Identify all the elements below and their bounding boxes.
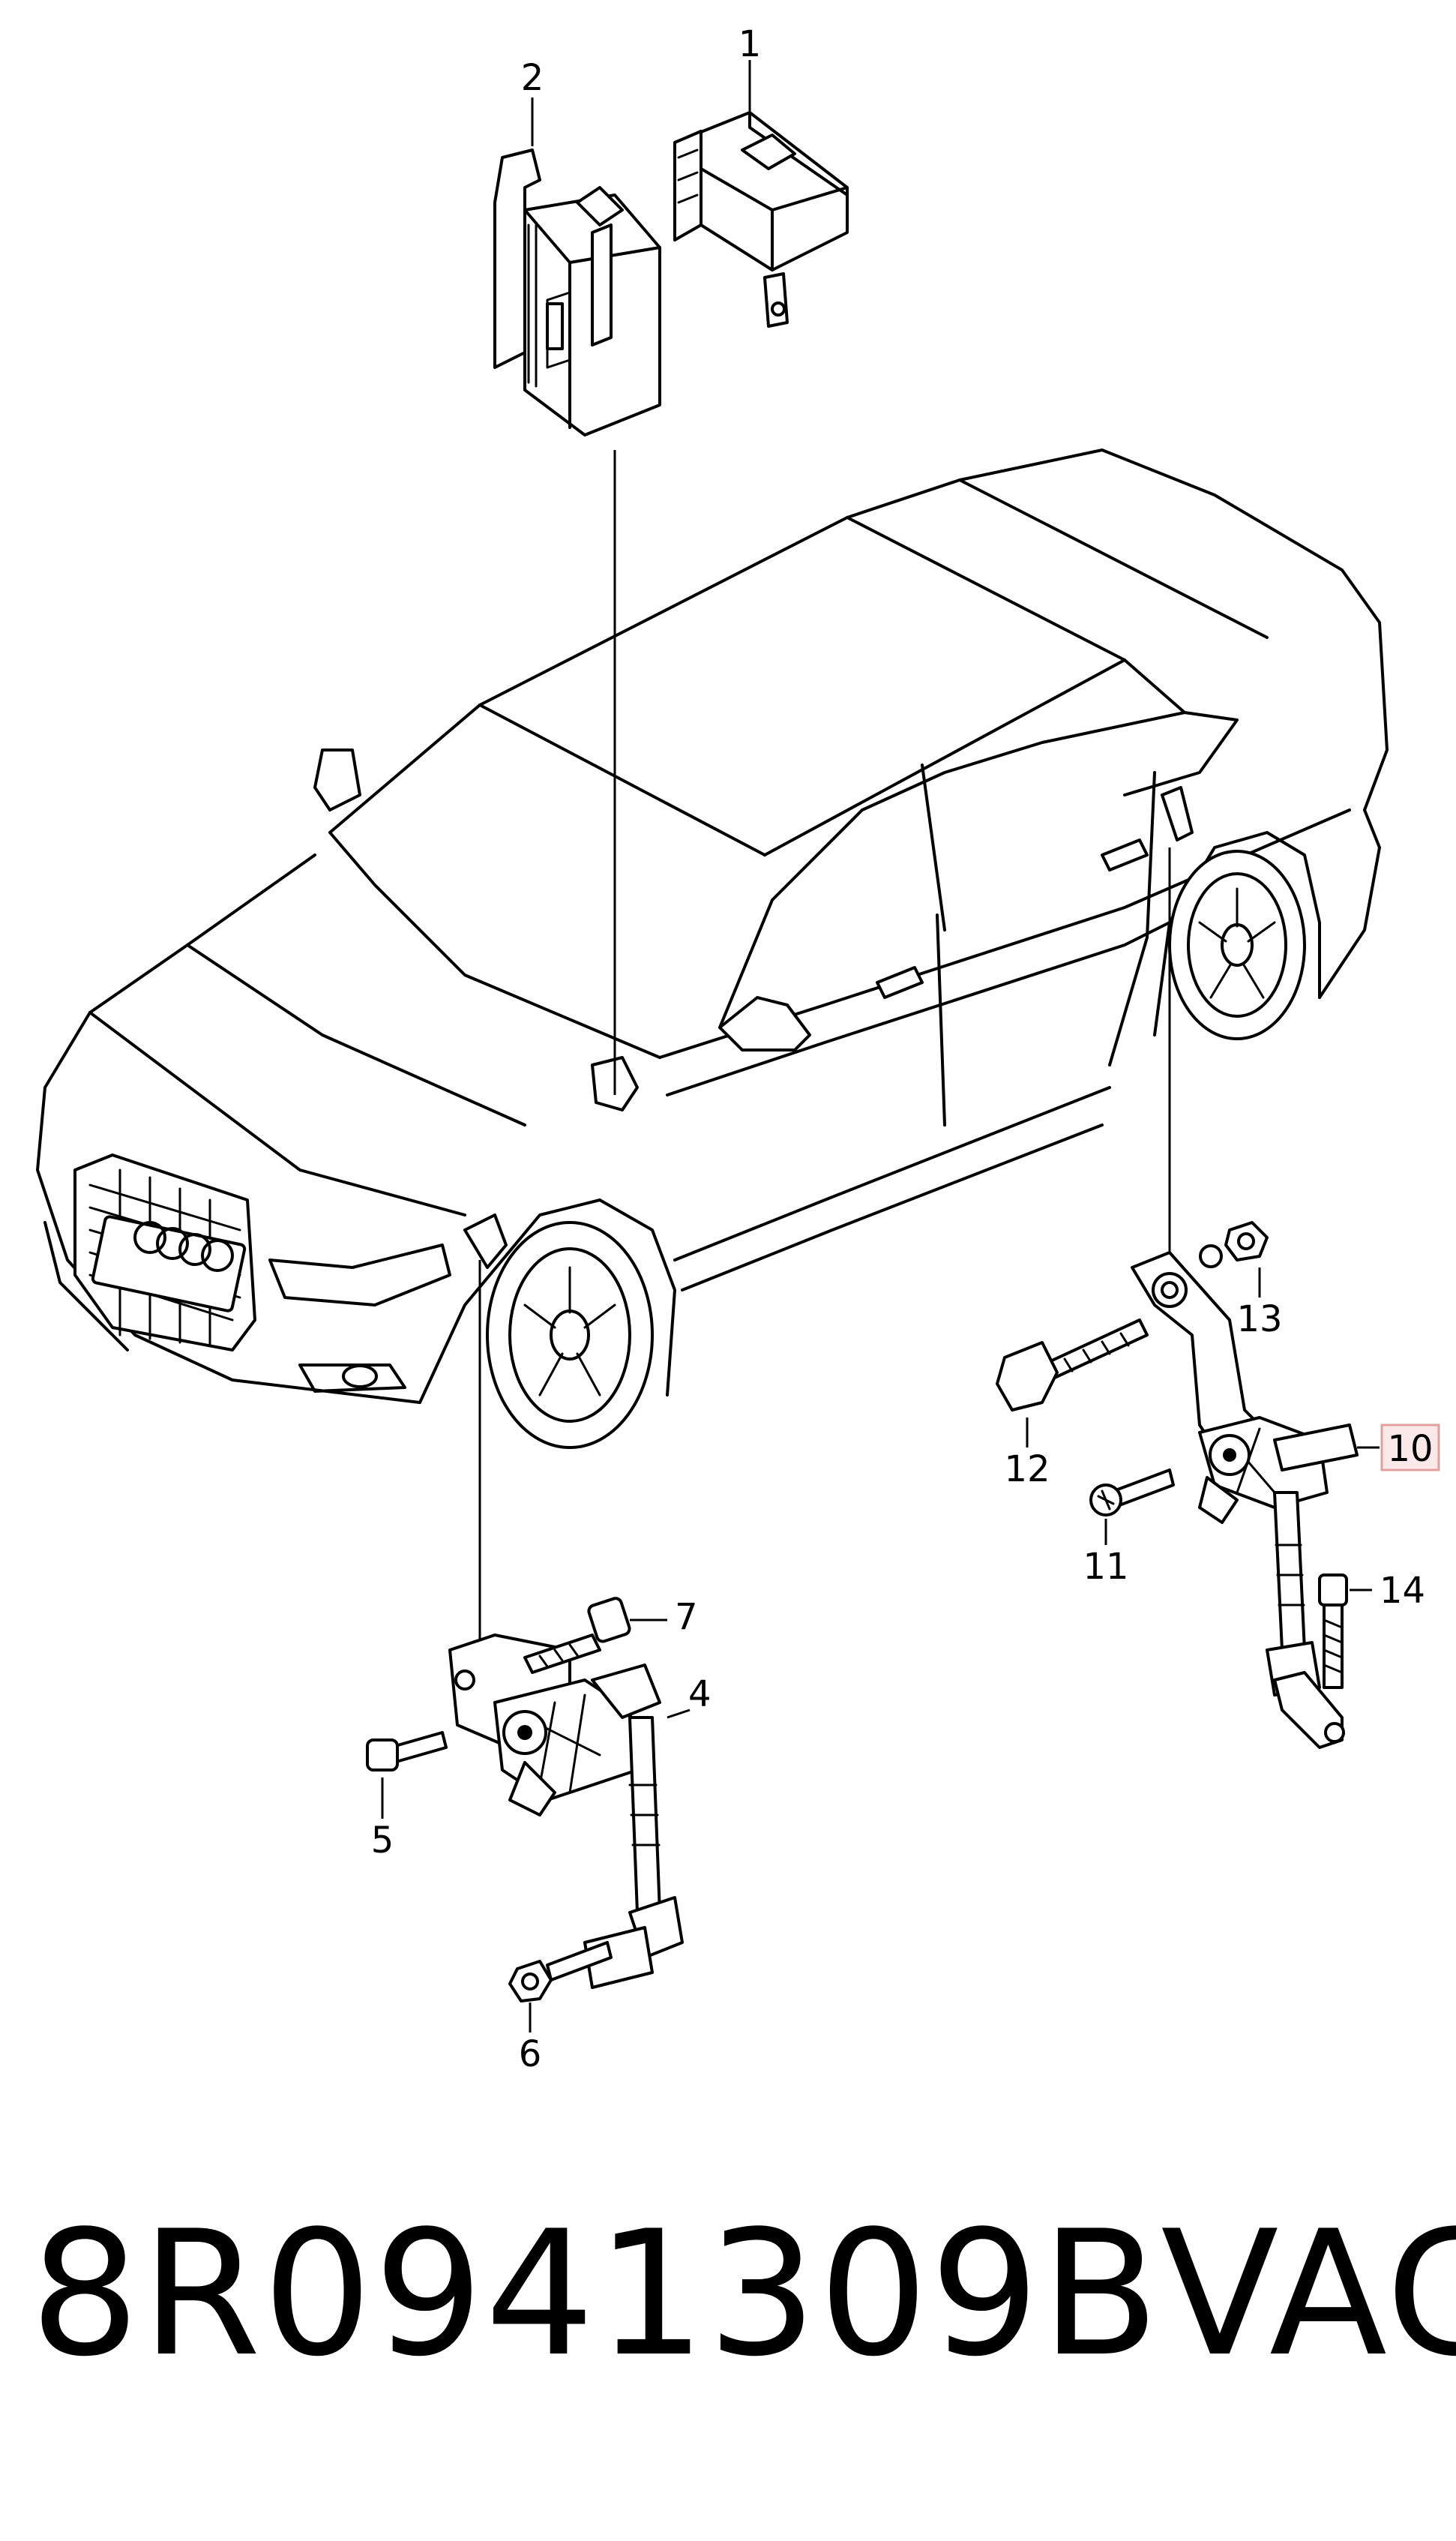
callout-1: 1 xyxy=(738,23,762,65)
callout-2: 2 xyxy=(521,57,544,99)
brand-label: VAG xyxy=(1161,2194,1456,2395)
callout-labels: 1 2 7 4 5 6 13 12 11 14 xyxy=(371,23,1425,2075)
control-unit-part-1 xyxy=(673,111,849,328)
part-number: 8R0941309B xyxy=(30,2194,1161,2395)
callout-14: 14 xyxy=(1380,1570,1425,1612)
callout-12: 12 xyxy=(1004,1448,1050,1490)
car-illustration xyxy=(36,448,1389,1449)
front-level-sensor-assembly xyxy=(366,1597,684,2002)
callout-7: 7 xyxy=(675,1596,698,1638)
callout-13: 13 xyxy=(1236,1298,1282,1340)
callout-6: 6 xyxy=(519,2033,542,2075)
callout-leaders xyxy=(381,60,1380,2032)
callout-10-highlight-box xyxy=(1380,1424,1440,1472)
callout-4: 4 xyxy=(688,1673,712,1715)
callout-5: 5 xyxy=(371,1820,394,1862)
control-module-part-2 xyxy=(493,148,661,436)
callout-10-highlighted[interactable]: 10 xyxy=(1380,1424,1440,1472)
callout-10: 10 xyxy=(1387,1428,1433,1470)
rear-level-sensor-assembly xyxy=(996,1221,1359,1749)
part-number-footer: 8R0941309B VAG xyxy=(30,2194,1456,2395)
callout-11: 11 xyxy=(1083,1546,1128,1588)
